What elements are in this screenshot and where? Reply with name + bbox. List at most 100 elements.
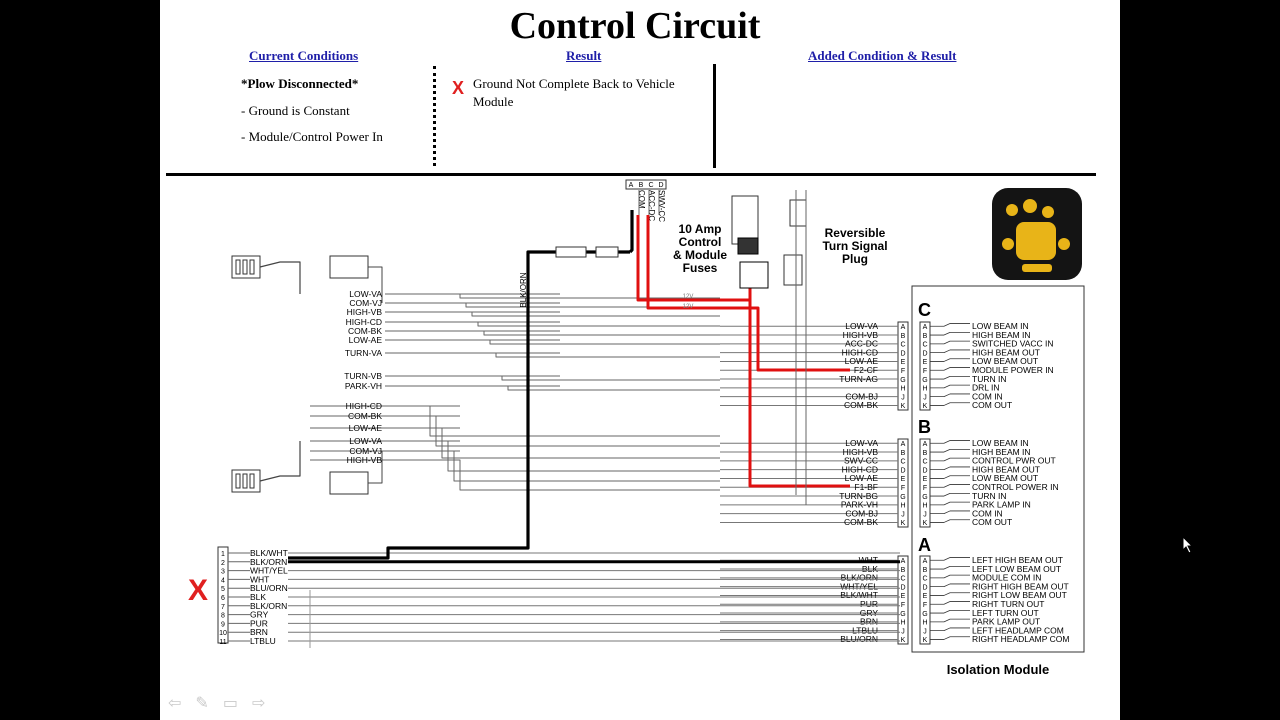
connector-a-output-label: RIGHT HEADLAMP COM [972,634,1069,644]
connector-a-output-label: LEFT TURN OUT [972,608,1039,618]
connector-a-pin: K [901,637,906,644]
connector-b-wire-label: LOW-AE [845,473,879,483]
connector-c-pin: H [900,386,905,393]
connector-a-output-label: RIGHT LOW BEAM OUT [972,590,1067,600]
connector-c-pin: A [901,324,906,331]
header-divider [166,173,1096,176]
harness-route [385,330,720,336]
connector-c-output-lead [930,349,970,354]
plow-wire-label: BLK/ORN [250,601,287,611]
power-wire-3 [748,282,850,488]
mouse-cursor-icon [1182,536,1194,554]
connector-a-wire-label: WHT [859,555,878,565]
connector-c-pin: E [901,359,906,366]
fuse-base [737,237,759,255]
connector-a-socket-pin: H [922,620,927,627]
connector-c-pin: K [901,403,906,410]
harness-route-lower [385,427,720,459]
connector-c-pin: J [901,394,905,401]
result-x-mark: X [452,78,465,98]
plow-controller-icon [992,188,1082,280]
connector-b-socket-pin: B [923,450,928,457]
connector-c-wire-label: COM-BJ [845,391,878,401]
upper-harness-label: TURN-VB [344,371,382,381]
connector-c-output-label: SWITCHED VACC IN [972,339,1054,349]
connector-c-output-label: LOW BEAM IN [972,321,1029,331]
connector-b-output-label: HIGH BEAM OUT [972,464,1040,474]
connector-b-letter: B [918,417,931,437]
connector-c-socket-pin: H [922,386,927,393]
connector-a-socket-block [919,555,931,645]
plow-pin-number: 2 [221,560,225,567]
plow-pin-number: 11 [219,639,226,646]
connector-b-output-label: COM OUT [972,517,1012,527]
connector-c-output-lead [930,323,970,327]
connector-c-output-label: COM IN [972,391,1003,401]
connector-a-pin: G [900,611,905,618]
connector-a-output-label: LEFT HEADLAMP COM [972,625,1064,635]
connector-b-wire-label: COM-BK [844,517,878,527]
connector-b-output-label: LOW BEAM IN [972,438,1029,448]
connector-a-output-label: LEFT HIGH BEAM OUT [972,555,1063,565]
menu-icon[interactable]: ▭ [222,693,238,712]
upper-harness-label: LOW-AE [349,335,383,345]
next-arrow-icon[interactable]: ⇨ [251,693,266,712]
upper-harness-label: TURN-VA [345,348,382,358]
connector-b-pin: C [900,459,905,466]
connector-b-wire-label: HIGH-CD [842,464,878,474]
connector-c-output-lead [930,367,970,371]
connector-c-wire-label: COM-BK [844,400,878,410]
connector-c-wire-label: ACC-DC [845,339,878,349]
connector-c-pin: C [900,342,905,349]
plow-wire-label: BLK [250,592,266,602]
result-header: Result [566,48,602,63]
connector-b-pin: B [901,450,906,457]
connector-c-socket-pin: B [923,333,928,340]
harness-route-lower [385,440,720,472]
harness-route [385,375,720,381]
plow-pin-number: 5 [221,586,225,593]
plug-lead [368,451,383,484]
top-wire-label: ACC-DC [647,190,656,221]
connector-b-output-lead [930,466,970,471]
connector-a-pin: C [900,576,905,583]
pen-icon[interactable]: ✎ [195,693,209,712]
fuse-wire-label: 12V [683,304,694,310]
connector-c-output-label: DRL IN [972,383,1000,393]
connector-a-pin: E [901,593,906,600]
plow-wire-label: WHT/YEL [250,566,288,576]
connector-b-output-lead [930,510,970,515]
connector-a-output-label: MODULE COM IN [972,573,1041,583]
headlamp-lead [259,441,301,482]
connector-a-output-lead [930,557,970,561]
inline-connector-left [555,246,587,258]
page-title: Control Circuit [509,5,761,47]
connector-c-wire-label: HIGH-CD [842,347,878,357]
connector-c-output-label: HIGH BEAM IN [972,330,1031,340]
connector-a-output-lead [930,565,970,570]
connector-b-wire-label: HIGH-VB [843,447,879,457]
connector-a-socket-pin: D [922,584,927,591]
connector-b-pin: G [900,494,905,501]
left-headlamp-plug-upper-pin [242,259,248,275]
connector-a-pin-block [897,555,909,645]
lower-harness-label: LOW-AE [349,423,383,433]
connector-b-output-label: LOW BEAM OUT [972,473,1038,483]
connector-a-output-label: RIGHT HIGH BEAM OUT [972,581,1069,591]
connector-c-socket-pin: J [923,394,927,401]
plow-pin-number: 8 [221,613,225,620]
connector-c-socket-pin: G [922,377,927,384]
connector-c-socket-block [919,321,931,411]
connector-c-output-lead [930,402,970,406]
connector-c-socket-pin: A [923,324,928,331]
prev-arrow-icon[interactable]: ⇦ [168,693,182,712]
upper-plug-connector [329,255,369,279]
result-text: Ground Not Complete Back to Vehicle Modu… [473,76,675,109]
harness-route-lower [385,459,720,491]
connector-c-socket-pin: K [923,403,928,410]
connector-a-wire-label: BLK/ORN [841,573,878,583]
connector-b-pin: J [901,511,905,518]
connector-a-pin: J [901,628,905,635]
connector-b-output-lead [930,519,970,523]
lower-harness-label: COM-BK [348,411,382,421]
